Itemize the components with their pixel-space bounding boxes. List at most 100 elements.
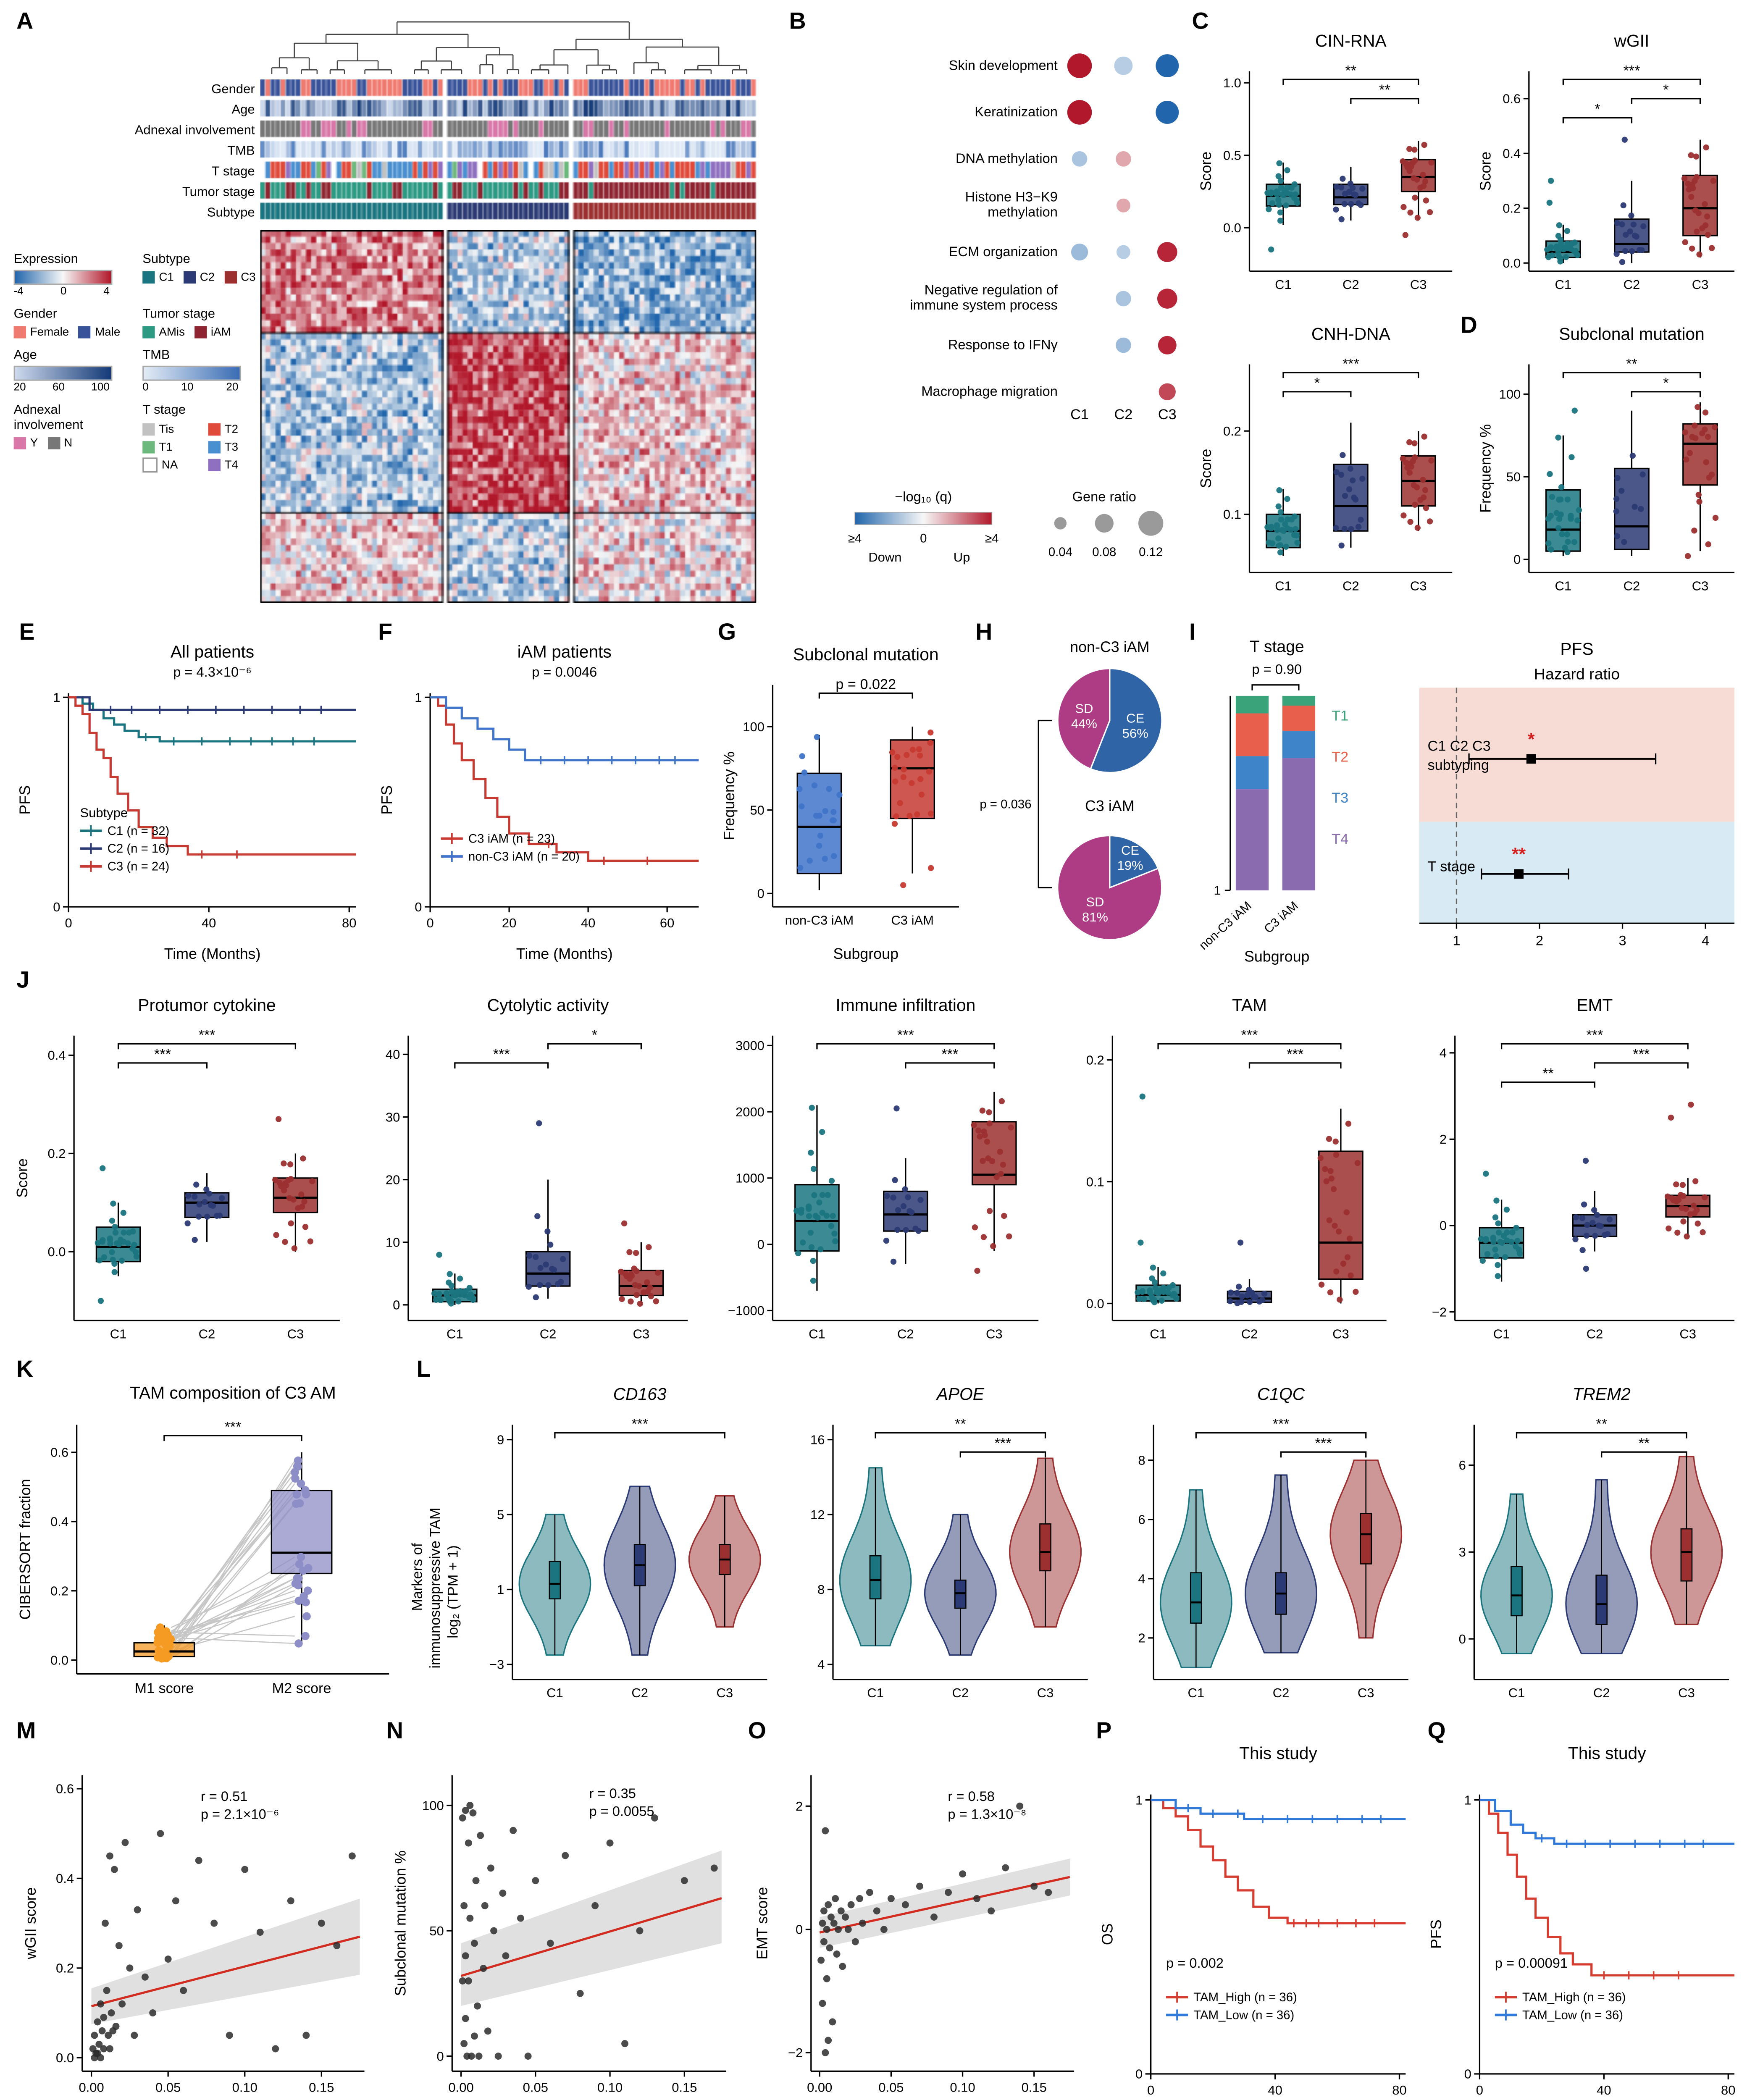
label: Response to IFNγ: [948, 337, 1058, 352]
label: This study: [1239, 1743, 1317, 1763]
point: [1503, 1206, 1510, 1213]
point: [294, 1596, 303, 1605]
label: C2: [1624, 579, 1640, 593]
point: [1268, 246, 1274, 253]
panel-q-label: Q: [1427, 1717, 1446, 1744]
point: [813, 813, 820, 819]
point: [1632, 504, 1638, 510]
point: [1283, 202, 1289, 209]
label: 0.5: [1223, 148, 1241, 163]
point: [1573, 1214, 1579, 1221]
point: [94, 2018, 101, 2026]
point: [1274, 189, 1280, 195]
point: [1620, 202, 1626, 209]
label: iAM patients: [518, 642, 612, 662]
point: [1400, 158, 1406, 165]
point: [1504, 1229, 1510, 1236]
point: [1264, 190, 1271, 196]
point: [822, 1827, 829, 1835]
point: [819, 1919, 826, 1927]
label: **: [955, 1416, 966, 1432]
label: 5: [497, 1507, 504, 1522]
point: [1276, 160, 1282, 166]
point: [799, 753, 805, 759]
point: [1513, 1225, 1519, 1231]
point: [895, 1207, 901, 1213]
point: [975, 1127, 982, 1134]
label: Down: [868, 550, 901, 564]
label: ***: [1287, 1046, 1303, 1062]
heatmap-dendrogram: [271, 21, 748, 74]
point: [1564, 531, 1571, 538]
point: [902, 1186, 908, 1192]
label: −3: [489, 1657, 504, 1672]
point: [510, 1827, 517, 1834]
point: [893, 813, 899, 819]
path: [1601, 1451, 1687, 1458]
label: SD: [1075, 701, 1093, 716]
point: [806, 1206, 812, 1212]
point: [116, 1241, 122, 1247]
point: [536, 1120, 542, 1126]
point: [1502, 1254, 1508, 1260]
legend-swatch: [142, 457, 158, 472]
point: [272, 2045, 279, 2053]
panel-b-label: B: [789, 8, 806, 34]
label: C2: [897, 1326, 914, 1341]
point: [917, 1197, 924, 1203]
point: [185, 1192, 192, 1199]
point: [1277, 209, 1284, 215]
point: [1333, 525, 1339, 531]
point: [1420, 172, 1426, 178]
point: [547, 1242, 554, 1248]
point: [1151, 1279, 1158, 1286]
label: 0: [757, 1237, 765, 1252]
panel-d-label: D: [1460, 312, 1477, 339]
point: [1692, 1178, 1699, 1184]
point: [892, 778, 899, 785]
point: [292, 1490, 301, 1499]
label: ***: [1586, 1027, 1603, 1043]
point: [141, 1973, 149, 1981]
label: Score: [1198, 449, 1214, 488]
label: Immune infiltration: [835, 995, 975, 1015]
point: [281, 1187, 287, 1194]
label: 4: [1440, 1046, 1447, 1060]
point: [449, 1288, 455, 1294]
point: [900, 1203, 907, 1210]
inner-box: [1360, 1513, 1372, 1564]
point: [810, 1166, 817, 1172]
label: C2: [199, 1326, 215, 1341]
point: [1584, 1222, 1590, 1228]
legend-swatch: [194, 325, 207, 338]
stack-segment: [1282, 705, 1316, 731]
point: [302, 1612, 311, 1621]
label: OS: [1099, 1923, 1116, 1945]
label: wGII score: [22, 1887, 39, 1959]
label: 0.6: [56, 1782, 74, 1796]
label: p = 0.0046: [532, 664, 597, 680]
point: [297, 1553, 305, 1562]
go-dot: [1114, 56, 1133, 75]
point: [459, 1814, 466, 1822]
legend-swatch: [208, 423, 221, 435]
survival-curve: [1479, 1799, 1735, 1845]
label: Keratinization: [975, 104, 1058, 119]
panel-f-label: F: [378, 619, 393, 646]
label: ***: [1633, 1046, 1650, 1062]
point: [545, 1282, 552, 1289]
point: [653, 1298, 659, 1305]
point: [97, 2054, 104, 2061]
point: [823, 1213, 830, 1219]
point: [1400, 455, 1406, 462]
label: APOE: [935, 1384, 985, 1404]
point: [1705, 231, 1711, 238]
label: 0.15: [1022, 2080, 1047, 2095]
point: [293, 1462, 302, 1470]
point: [1702, 201, 1708, 207]
point: [1002, 1864, 1009, 1872]
point: [626, 1249, 633, 1255]
point: [1227, 1289, 1234, 1296]
